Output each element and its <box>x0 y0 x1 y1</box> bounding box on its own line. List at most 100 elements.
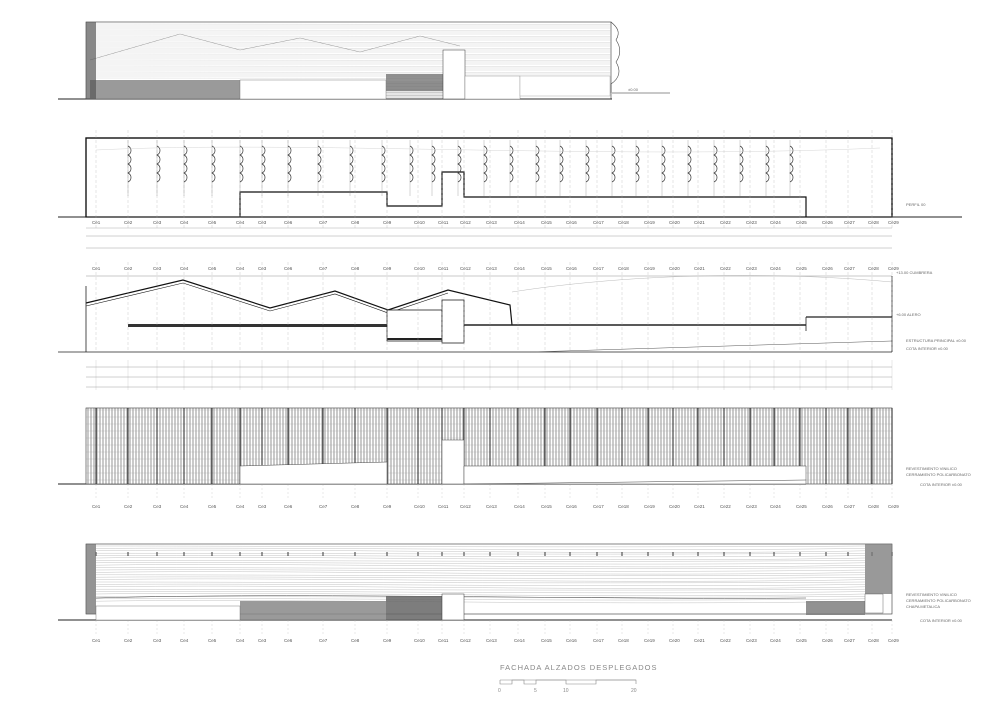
scale-label-5: 5 <box>534 688 537 694</box>
axis-label: Ce1 <box>92 638 101 643</box>
svg-text:CERRAMIENTO POLICARBONATO: CERRAMIENTO POLICARBONATO <box>906 472 971 477</box>
sheet-title-block: FACHADA ALZADOS DESPLEGADOS 0 5 10 20 <box>498 663 657 694</box>
axis-label: Ce17 <box>593 220 604 225</box>
axis-label: Ce29 <box>888 504 899 509</box>
axis-label: Ce14 <box>514 638 525 643</box>
axis-label: Ce29 <box>888 638 899 643</box>
axis-label: Ce6 <box>284 220 293 225</box>
axis-label: Ce5 <box>208 638 217 643</box>
axis-label: Ce3 <box>153 638 162 643</box>
elevation-2-structure <box>86 130 893 230</box>
axis-label: Ce24 <box>770 266 781 271</box>
axis-label: Ce29 <box>888 220 899 225</box>
axis-label: Ce11 <box>438 504 449 509</box>
axis-label: Ce8 <box>351 266 360 271</box>
axis-label: Ce26 <box>822 266 833 271</box>
axis-label: Ce21 <box>694 220 705 225</box>
scale-label-0: 0 <box>498 688 501 694</box>
svg-text:PERFIL 00: PERFIL 00 <box>906 202 926 207</box>
axis-label: Ce9 <box>383 266 392 271</box>
axis-label: Ce10 <box>414 220 425 225</box>
axis-label: Ce13 <box>486 638 497 643</box>
axis-label: Ce25 <box>796 638 807 643</box>
axis-label: Ce7 <box>319 220 328 225</box>
axis-label: Ce15 <box>541 266 552 271</box>
axis-label: Ce3 <box>258 504 267 509</box>
axis-label: Ce15 <box>541 504 552 509</box>
axis-label: Ce9 <box>383 638 392 643</box>
svg-text:COTA INTERIOR ±0.00: COTA INTERIOR ±0.00 <box>906 346 949 351</box>
axis-label: Ce2 <box>124 638 133 643</box>
svg-text:+6.00 ALERO: +6.00 ALERO <box>896 312 921 317</box>
elevation-1: ±0.00 <box>58 21 670 100</box>
axis-label: Ce13 <box>486 220 497 225</box>
axis-label: Ce8 <box>351 220 360 225</box>
axis-label: Ce22 <box>720 504 731 509</box>
axis-label: Ce20 <box>669 220 680 225</box>
axis-label: Ce2 <box>124 220 133 225</box>
axis-label: Ce28 <box>868 220 879 225</box>
axis-label: Ce22 <box>720 266 731 271</box>
axis-label: Ce27 <box>844 266 855 271</box>
axis-label: Ce18 <box>618 638 629 643</box>
axis-label: Ce1 <box>92 504 101 509</box>
axis-label: Ce19 <box>644 638 655 643</box>
axis-label: Ce10 <box>414 504 425 509</box>
axis-label: Ce22 <box>720 220 731 225</box>
axis-label: Ce1 <box>92 266 101 271</box>
axis-label: Ce15 <box>541 638 552 643</box>
axis-label: Ce29 <box>888 266 899 271</box>
axis-label: Ce11 <box>438 220 449 225</box>
svg-text:REVESTIMIENTO VINILICO: REVESTIMIENTO VINILICO <box>906 592 957 597</box>
axis-label: Ce5 <box>208 220 217 225</box>
axis-label: Ce3 <box>153 504 162 509</box>
axis-label: Ce3 <box>258 266 267 271</box>
axis-label: Ce6 <box>284 266 293 271</box>
axis-label: Ce13 <box>486 504 497 509</box>
axis-label: Ce21 <box>694 638 705 643</box>
axis-label: Ce7 <box>319 504 328 509</box>
axis-label: Ce20 <box>669 638 680 643</box>
axis-label: Ce25 <box>796 266 807 271</box>
axis-label: Ce3 <box>258 220 267 225</box>
svg-text:CHAPA METALICA: CHAPA METALICA <box>906 604 940 609</box>
sheet-title: FACHADA ALZADOS DESPLEGADOS <box>500 663 657 672</box>
axis-label: Ce12 <box>460 220 471 225</box>
axis-label: Ce7 <box>319 266 328 271</box>
axis-label: Ce20 <box>669 266 680 271</box>
axis-label: Ce4 <box>180 266 189 271</box>
axis-label: Ce19 <box>644 504 655 509</box>
axis-label: Ce26 <box>822 220 833 225</box>
axis-label: Ce19 <box>644 266 655 271</box>
axis-label: Ce4 <box>236 504 245 509</box>
axis-label: Ce24 <box>770 638 781 643</box>
axis-label: Ce4 <box>236 266 245 271</box>
axis-label: Ce28 <box>868 638 879 643</box>
axis-label: Ce3 <box>153 220 162 225</box>
axis-label: Ce1 <box>92 220 101 225</box>
axis-label: Ce28 <box>868 266 879 271</box>
axis-label: Ce3 <box>258 638 267 643</box>
axis-label: Ce18 <box>618 220 629 225</box>
axis-label: Ce21 <box>694 266 705 271</box>
elevation-3-axis-grid <box>95 262 893 390</box>
axis-label: Ce27 <box>844 638 855 643</box>
axis-label: Ce21 <box>694 504 705 509</box>
axis-label: Ce17 <box>593 266 604 271</box>
axis-label: Ce5 <box>208 266 217 271</box>
axis-label: Ce13 <box>486 266 497 271</box>
axis-label: Ce26 <box>822 504 833 509</box>
svg-text:COTA INTERIOR ±0.00: COTA INTERIOR ±0.00 <box>920 618 963 623</box>
axis-label: Ce7 <box>319 638 328 643</box>
axis-label: Ce27 <box>844 220 855 225</box>
axis-label: Ce6 <box>284 638 293 643</box>
axis-label: Ce16 <box>566 504 577 509</box>
axis-label: Ce16 <box>566 638 577 643</box>
axis-label: Ce8 <box>351 504 360 509</box>
axis-label: Ce25 <box>796 504 807 509</box>
